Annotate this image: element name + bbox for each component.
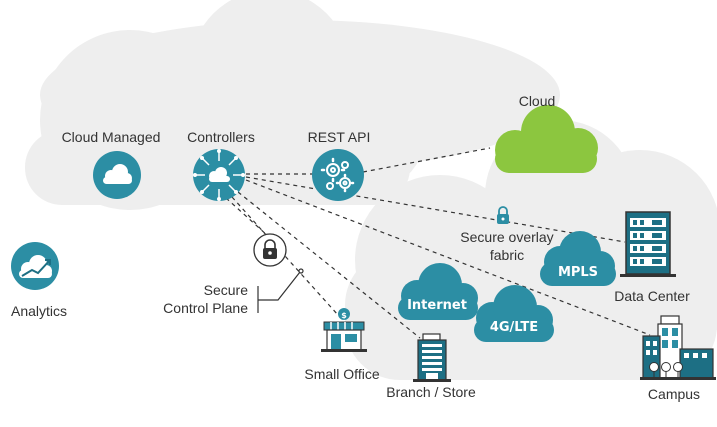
mpls-label: MPLS: [557, 265, 599, 280]
line-controllers-branch: [237, 191, 421, 339]
data-center-label: Data Center: [614, 288, 690, 304]
internet-label: Internet: [407, 298, 467, 313]
line-controllers-datacenter: [245, 176, 626, 243]
secure-control-label-line1: Secure: [203, 282, 248, 298]
analytics-label: Analytics: [10, 303, 68, 319]
rest-api-label: REST API: [307, 129, 371, 145]
lte-cloud-icon: [474, 285, 554, 342]
mpls-cloud-icon: [540, 231, 616, 286]
background-cloud-left: [25, 0, 560, 210]
analytics-icon: [11, 242, 59, 290]
cloud-label: Cloud: [518, 93, 556, 109]
line-controllers-lock: [225, 197, 269, 237]
line-controllers-campus: [245, 179, 651, 336]
rest-api-gears-icon: [312, 149, 364, 201]
small-office-icon: $: [321, 308, 367, 352]
control-plane-bracket: [257, 268, 304, 313]
overlay-lock-icon: [497, 206, 509, 224]
controllers-hub-icon: [193, 149, 245, 201]
campus-icon: [640, 315, 716, 380]
internet-cloud-icon: [398, 263, 478, 320]
line-restapi-cloud: [362, 147, 491, 173]
public-cloud-icon: [495, 105, 598, 173]
secure-control-label-line2: Control Plane: [163, 300, 248, 316]
controllers-label: Controllers: [187, 129, 255, 145]
lte-label: 4G/LTE: [489, 320, 539, 335]
data-center-icon: [620, 211, 676, 277]
branch-store-label: Branch / Store: [386, 384, 476, 400]
control-plane-lock-icon: [253, 233, 287, 267]
branch-store-icon: [413, 333, 451, 382]
connection-lines: [225, 147, 651, 339]
line-controllers-smalloffice: [231, 196, 339, 316]
secure-overlay-label-line1: Secure overlay: [460, 229, 554, 245]
cloud-managed-label: Cloud Managed: [61, 129, 161, 145]
campus-label: Campus: [647, 386, 701, 402]
secure-overlay-label-line2: fabric: [489, 247, 525, 263]
cloud-managed-icon: [93, 151, 141, 199]
small-office-label: Small Office: [304, 366, 380, 382]
svg-text:$: $: [341, 311, 347, 320]
